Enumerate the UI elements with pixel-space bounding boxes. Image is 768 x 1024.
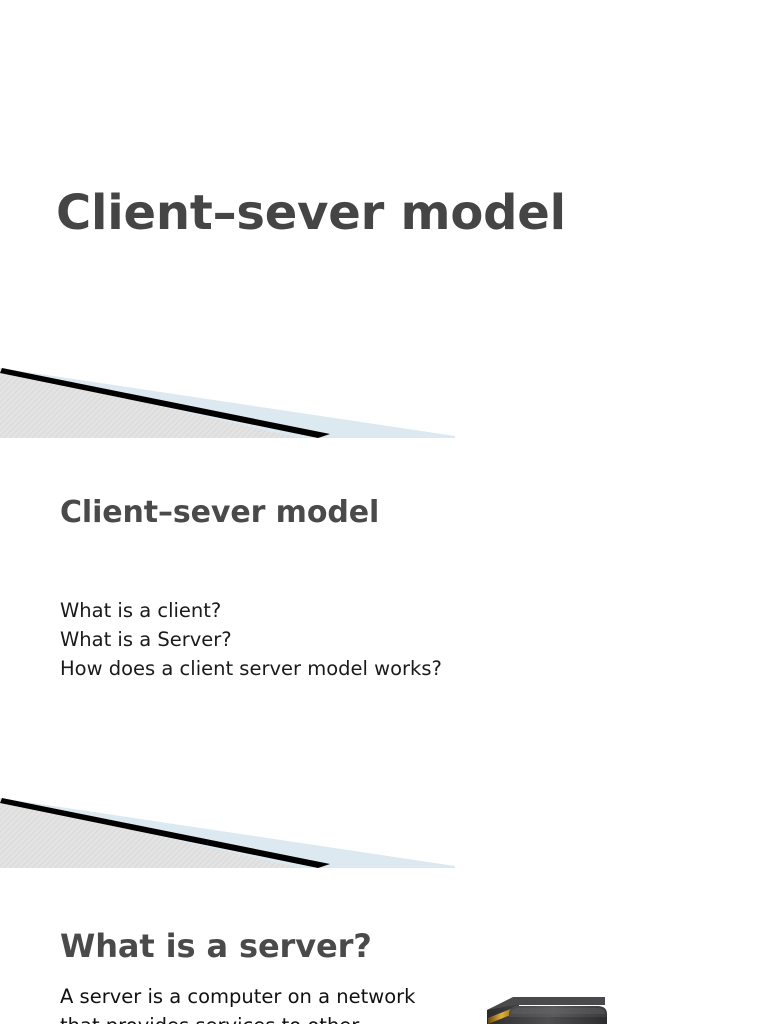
- angled-band-decoration-2: [0, 792, 470, 872]
- slide3-body-line: A server is a computer on a network: [60, 985, 416, 1008]
- slide3-body: A server is a computer on a network that…: [60, 982, 460, 1024]
- slide2-body-line: What is a Server?: [60, 628, 232, 651]
- angled-band-decoration-1: [0, 362, 470, 442]
- slide2-body: What is a client? What is a Server? How …: [60, 596, 660, 683]
- slide2-heading: Client–sever model: [60, 495, 380, 530]
- slide3-heading: What is a server?: [60, 927, 372, 965]
- page-title: Client–sever model: [56, 185, 566, 241]
- server-appliance-image: [485, 988, 610, 1024]
- slide2-body-line: What is a client?: [60, 599, 222, 622]
- slide2-body-line: How does a client server model works?: [60, 657, 442, 680]
- slide3-body-line: that provides services to other: [60, 1011, 460, 1024]
